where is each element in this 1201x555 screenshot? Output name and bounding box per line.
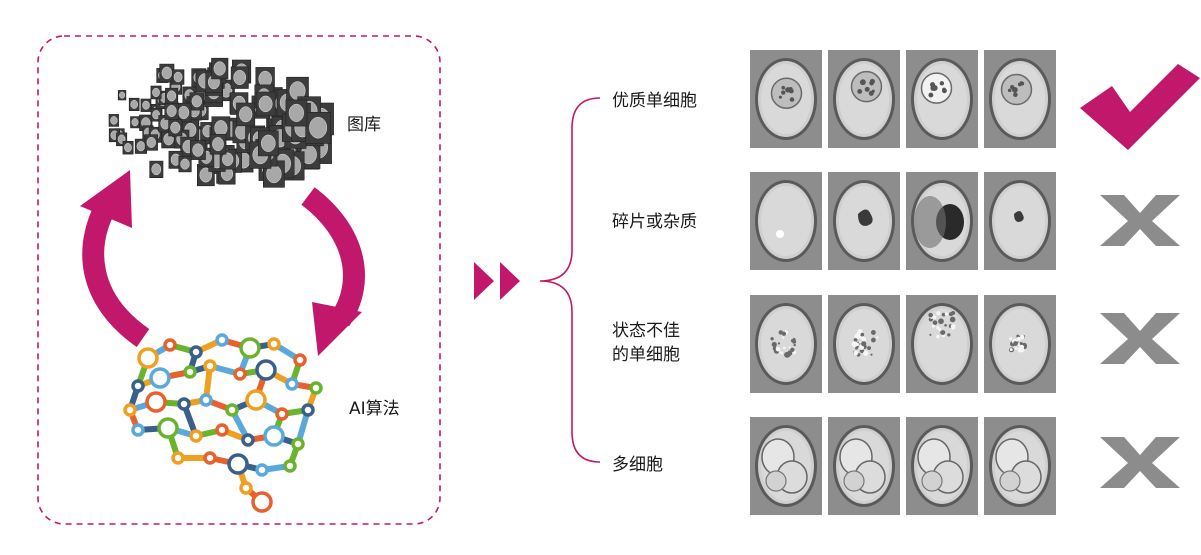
cell-image: [906, 172, 978, 270]
image-gallery-icon: [108, 57, 334, 188]
category-brace: [539, 97, 601, 463]
dashed-frame: [37, 35, 441, 525]
cross-icon: [1100, 437, 1180, 488]
category-label-poor-single-cell: 状态不佳 的单细胞: [612, 321, 680, 365]
cell-image: [750, 50, 822, 148]
gallery-label: 图库: [347, 115, 381, 135]
cell-image: [906, 295, 978, 393]
category-label-debris: 碎片或杂质: [612, 212, 697, 232]
cell-image: [828, 172, 900, 270]
cell-image: [828, 417, 900, 515]
cross-icon: [1100, 195, 1180, 246]
cell-image: [906, 50, 978, 148]
cell-image: [984, 295, 1056, 393]
category-label-multi-cell: 多细胞: [612, 455, 663, 475]
cross-icon: [1100, 313, 1180, 364]
cell-image: [828, 295, 900, 393]
cell-image: [984, 417, 1056, 515]
cell-image: [984, 50, 1056, 148]
cell-image: [750, 417, 822, 515]
cell-image: [750, 172, 822, 270]
cell-image: [984, 172, 1056, 270]
checkmark-icon: [1080, 64, 1200, 150]
cell-image: [828, 50, 900, 148]
cycle-arrow-down-icon: [301, 187, 365, 356]
cell-image: [906, 417, 978, 515]
cycle-arrow-up-icon: [80, 170, 150, 348]
cell-image: [750, 295, 822, 393]
ai-network-icon: [123, 333, 323, 513]
algorithm-label: AI算法: [349, 399, 400, 419]
category-label-good-single-cell: 优质单细胞: [612, 91, 697, 111]
double-arrow-icon: [474, 262, 520, 300]
